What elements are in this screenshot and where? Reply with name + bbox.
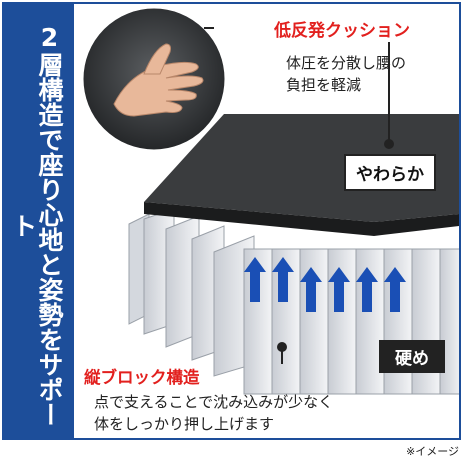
low-rebound-description: 体圧を分散し腰の 負担を軽減: [286, 52, 406, 96]
foam-closeup: [80, 5, 228, 153]
side-banner: 2層構造で座り心地と姿勢をサポート: [4, 4, 74, 438]
low-rebound-cushion-title: 低反発クッション: [274, 21, 410, 41]
soft-label: やわらか: [344, 154, 436, 191]
description-line: 体圧を分散し腰の: [286, 54, 407, 72]
image-footnote: ※イメージ: [406, 445, 459, 458]
description-line: 点で支えることで沈み込みが少なく: [94, 393, 334, 411]
arrow-up-icon: [272, 257, 294, 302]
vertical-block-title: 縦ブロック構造: [84, 368, 200, 387]
firm-label: 硬め: [379, 340, 445, 373]
arrow-up-icon: [328, 267, 350, 312]
vertical-block-description: 点で支えることで沈み込みが少なく 体をしっかり押し上げます: [94, 391, 333, 435]
arrow-up-icon: [244, 257, 266, 302]
arrow-up-icon: [356, 267, 378, 312]
hand-photo-icon: [113, 43, 204, 117]
low-rebound-foam-layer: [144, 114, 459, 236]
description-line: 体をしっかり押し上げます: [94, 415, 275, 433]
arrow-up-icons: [244, 257, 406, 312]
illustration: 低反発クッション 体圧を分散し腰の 負担を軽減 やわらか 硬め 縦ブロック構造 …: [74, 4, 459, 438]
product-panel: 2層構造で座り心地と姿勢をサポート: [2, 2, 461, 440]
side-title: 2層構造で座り心地と姿勢をサポート: [8, 23, 64, 427]
arrow-up-icon: [384, 267, 406, 312]
description-line: 負担を軽減: [286, 76, 362, 94]
arrow-up-icon: [300, 267, 322, 312]
callout-connectors: [204, 27, 394, 364]
